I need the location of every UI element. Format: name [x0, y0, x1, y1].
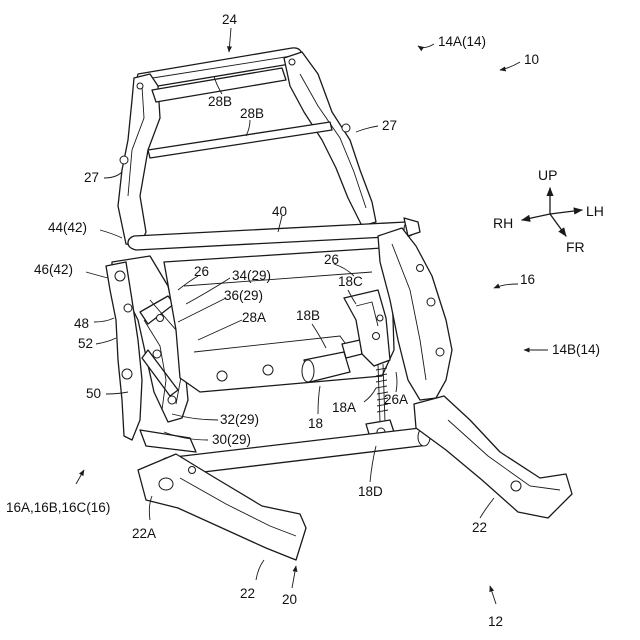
- label-44: 44(42): [48, 220, 87, 235]
- label-16: 16: [520, 272, 535, 287]
- label-40: 40: [272, 204, 287, 219]
- label-46: 46(42): [34, 262, 73, 277]
- label-36: 36(29): [224, 288, 263, 303]
- label-16abc: 16A,16B,16C(16): [6, 500, 110, 515]
- label-26-left: 26: [194, 264, 209, 279]
- label-24: 24: [222, 12, 238, 27]
- label-20: 20: [282, 592, 297, 607]
- dir-lh: LH: [586, 203, 604, 219]
- dir-up: UP: [538, 167, 557, 183]
- label-18d: 18D: [358, 484, 383, 499]
- label-27-right: 27: [382, 118, 397, 133]
- label-52: 52: [78, 336, 93, 351]
- lh-arrow: [550, 210, 582, 214]
- label-18: 18: [308, 416, 323, 431]
- label-30: 30(29): [212, 432, 251, 447]
- dir-rh: RH: [493, 215, 513, 231]
- label-18a: 18A: [332, 400, 356, 415]
- label-22a: 22A: [132, 526, 156, 541]
- rh-arrow: [522, 214, 550, 220]
- direction-indicator: UP LH RH FR: [493, 167, 604, 255]
- label-48: 48: [74, 316, 89, 331]
- label-18b: 18B: [296, 308, 320, 323]
- dir-fr: FR: [566, 239, 585, 255]
- label-27-left: 27: [84, 170, 99, 185]
- label-28b: 28B: [240, 106, 264, 121]
- label-10: 10: [524, 52, 539, 67]
- fr-arrow: [550, 214, 566, 236]
- label-32: 32(29): [220, 412, 259, 427]
- label-50: 50: [86, 386, 101, 401]
- seatback-frame-24: [118, 48, 376, 246]
- label-26a: 26A: [384, 392, 408, 407]
- label-28a: 28A: [242, 310, 266, 325]
- label-14b: 14B(14): [552, 342, 600, 357]
- label-12: 12: [488, 614, 503, 629]
- lower-frame: [138, 396, 572, 560]
- label-22-right: 22: [472, 520, 487, 535]
- label-34: 34(29): [232, 268, 271, 283]
- label-18c: 18C: [338, 274, 363, 289]
- label-14a: 14A(14): [438, 34, 486, 49]
- cross-pipe-40: [128, 222, 414, 250]
- label-22-bottom: 22: [240, 586, 255, 601]
- label-26-right: 26: [324, 252, 339, 267]
- label-28b-top: 28B: [208, 94, 232, 109]
